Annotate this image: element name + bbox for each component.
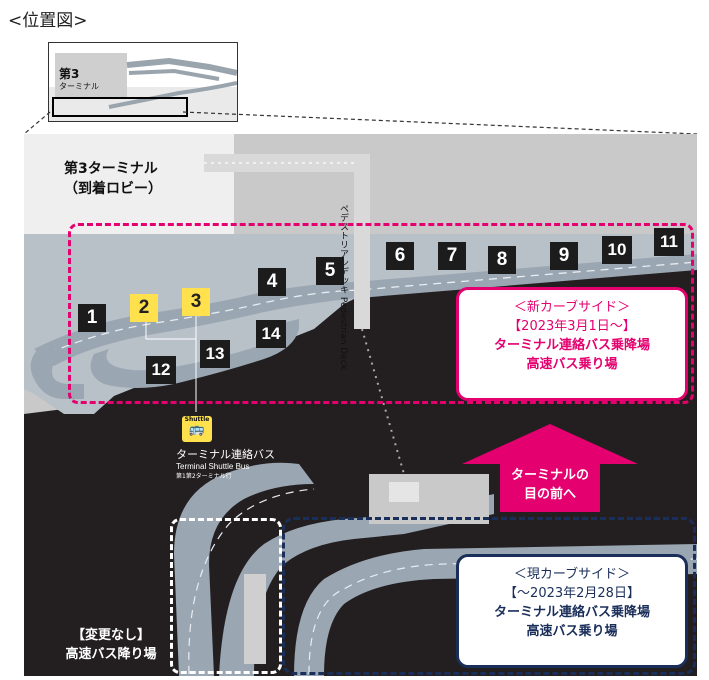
shuttle-leader-line — [145, 316, 197, 412]
bus-stop-7: 7 — [438, 242, 466, 270]
bus-stop-2: 2 — [130, 294, 158, 322]
current-curbside-date: 【～2023年2月28日】 — [504, 586, 640, 601]
current-curbside-express: 高速バス乗り場 — [526, 624, 618, 639]
bus-stop-14: 14 — [256, 320, 286, 348]
inset-terminal-label: 第3 — [59, 67, 80, 81]
no-change-line1: 【変更なし】 — [71, 628, 150, 643]
inset-highlight-box — [52, 97, 188, 117]
terminal-label: 第3ターミナル （到着ロビー） — [64, 158, 162, 198]
arrow-up-icon — [462, 424, 638, 512]
shuttle-bus-icon: Shuttle 🚌 — [182, 416, 212, 442]
page-title: <位置図> — [8, 11, 88, 31]
bus-stop-13: 13 — [200, 340, 230, 368]
bus-stop-4: 4 — [258, 268, 286, 296]
bus-stop-3: 3 — [182, 288, 210, 316]
bus-stop-9: 9 — [550, 242, 578, 270]
current-curbside-callout: ＜現カーブサイド＞ 【～2023年2月28日】 ターミナル連絡バス乗降場 高速バ… — [456, 554, 688, 668]
inset-terminal-sublabel: ターミナル — [59, 82, 99, 91]
bus-stop-8: 8 — [488, 246, 516, 274]
shuttle-label: ターミナル連絡バス Terminal Shuttle Bus 第1第2ターミナル… — [176, 446, 275, 480]
bus-stop-1: 1 — [78, 304, 106, 332]
shuttle-label-en: Terminal Shuttle Bus — [176, 462, 250, 471]
bus-stop-11: 11 — [654, 228, 684, 256]
inset-roads-svg — [108, 57, 237, 109]
new-curbside-callout: ＜新カーブサイド＞ 【2023年3月1日～】 ターミナル連絡バス乗降場 高速バス… — [456, 287, 688, 401]
bus-stop-6: 6 — [386, 242, 414, 270]
current-curbside-area — [282, 517, 696, 675]
arrow-label-line1: ターミナルの — [510, 468, 589, 483]
shuttle-label-jp: ターミナル連絡バス — [176, 448, 275, 461]
current-curbside-shuttle: ターミナル連絡バス乗降場 — [493, 605, 650, 620]
arrow-label-line2: 目の前へ — [523, 487, 576, 502]
terminal-label-line1: 第3ターミナル — [64, 161, 158, 177]
terminal-label-line2: （到着ロビー） — [64, 181, 162, 197]
unchanged-dropoff-area — [170, 518, 282, 674]
new-curbside-express: 高速バス乗り場 — [526, 357, 618, 372]
bus-stop-10: 10 — [602, 236, 632, 264]
bus-stop-5: 5 — [316, 257, 344, 285]
new-curbside-date: 【2023年3月1日～】 — [508, 319, 636, 334]
no-change-label: 【変更なし】 高速バス降り場 — [46, 624, 176, 662]
new-curbside-area — [68, 223, 694, 404]
main-map: 第3ターミナル （到着ロビー） ペデストリアンデッキ Pedestrian De… — [24, 134, 697, 676]
new-curbside-title: ＜新カーブサイド＞ — [513, 300, 631, 315]
arrow-label: ターミナルの 目の前へ — [510, 464, 590, 502]
shuttle-badge-text: Shuttle — [184, 416, 210, 423]
new-curbside-shuttle: ターミナル連絡バス乗降場 — [493, 338, 650, 353]
shuttle-label-sub: 第1第2ターミナル行 — [176, 473, 232, 480]
inset-terminal-building — [55, 53, 127, 97]
zoom-lines — [23, 111, 698, 135]
inset-map: 第3 ターミナル — [48, 42, 238, 122]
bus-stop-12: 12 — [146, 356, 176, 384]
no-change-line2: 高速バス降り場 — [65, 647, 157, 662]
map-base-svg — [24, 134, 697, 676]
pedestrian-deck-label: ペデストリアンデッキ Pedestrian Deck — [338, 204, 348, 370]
current-curbside-title: ＜現カーブサイド＞ — [513, 567, 631, 582]
